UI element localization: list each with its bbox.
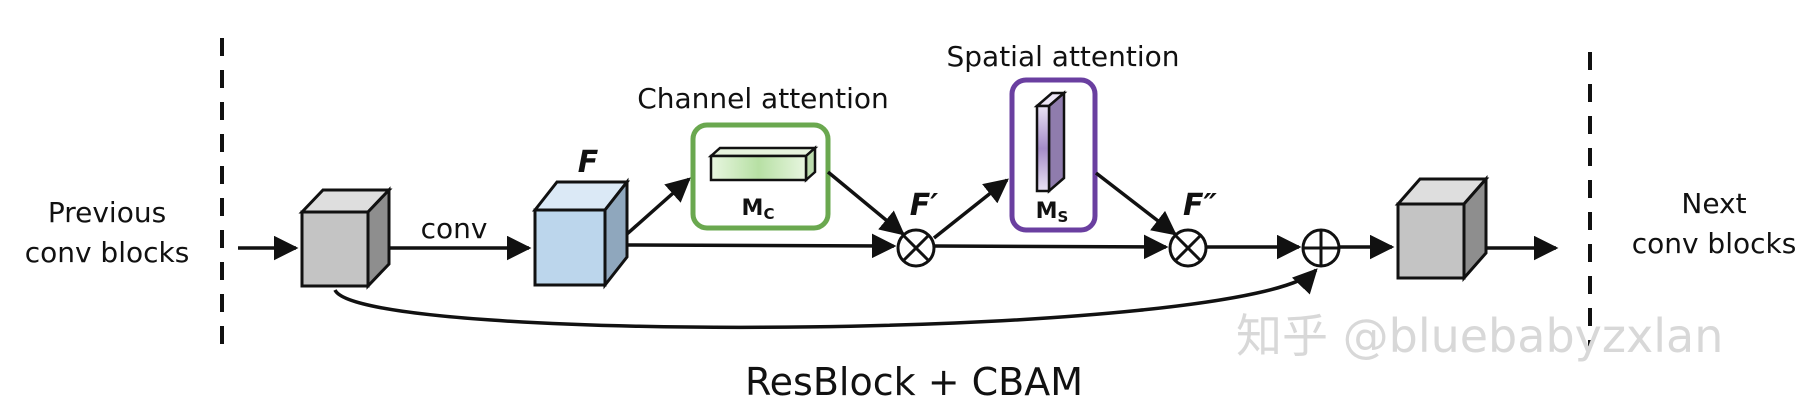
output-feature-cube (1394, 175, 1490, 282)
channel-attention-label: Channel attention (637, 82, 889, 115)
previous-blocks-label-line2: conv blocks (25, 236, 190, 269)
spatial-attention-label: Spatial attention (946, 40, 1179, 73)
F-double-prime-label: F″ (1183, 188, 1217, 223)
previous-blocks-label-line1: Previous (48, 196, 166, 229)
watermark: 知乎 @bluebabyzxlan (1236, 309, 1723, 363)
F-label: F (578, 145, 599, 180)
spatial-attention-map (1033, 90, 1068, 194)
channel-attention-map (707, 145, 819, 183)
next-blocks-label-line1: Next (1681, 187, 1746, 220)
multiply-operator-1 (896, 228, 936, 268)
add-operator (1301, 228, 1341, 268)
Ms-label: MS (1036, 199, 1069, 226)
diagram-title: ResBlock + CBAM (745, 360, 1083, 404)
flow-arrows (238, 170, 1559, 330)
feature-F-cube (531, 177, 631, 290)
Mc-label: MC (742, 196, 775, 223)
multiply-operator-2 (1168, 228, 1208, 268)
conv-label: conv (421, 212, 488, 245)
F-prime-label: F′ (910, 188, 938, 223)
next-blocks-label-line2: conv blocks (1632, 227, 1797, 260)
input-feature-cube (298, 186, 393, 290)
